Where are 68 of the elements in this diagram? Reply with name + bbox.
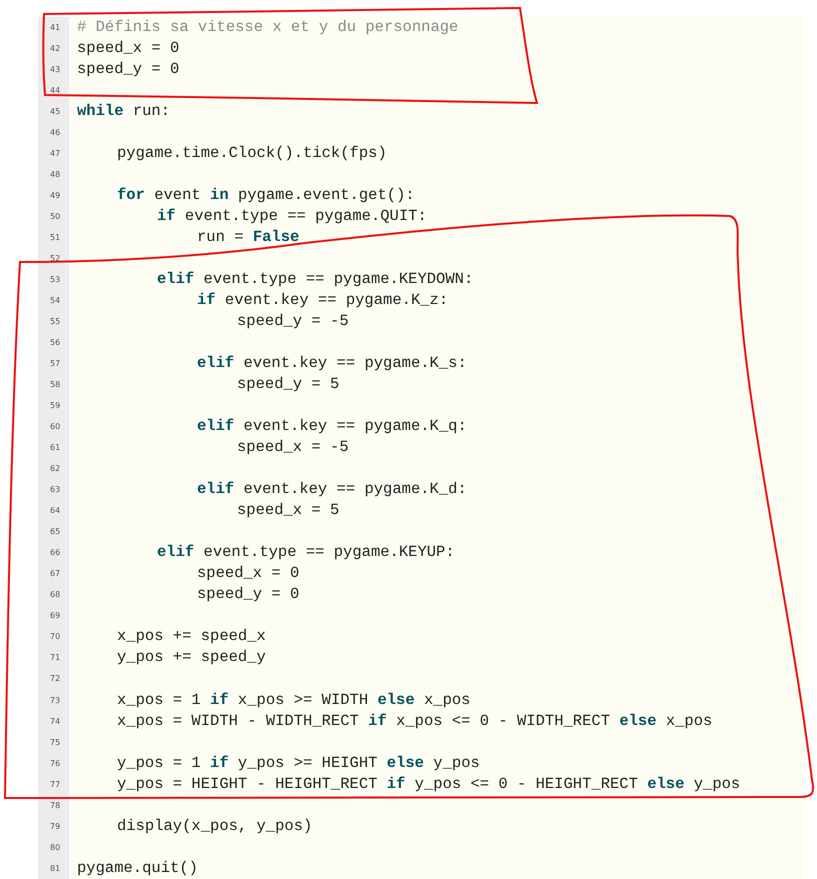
line-number: 62 [50,464,60,474]
line-number: 43 [50,65,60,76]
line-number: 61 [50,443,60,454]
code-line: x_pos = WIDTH - WIDTH_RECT if x_pos <= 0 - WIDTH_RECT else x_pos [117,712,712,731]
line-number: 71 [50,653,60,664]
code-line: speed_x = -5 [237,438,349,458]
line-number: 59 [50,401,60,412]
line-number: 80 [50,842,60,853]
line-number: 55 [50,317,60,328]
line-number: 60 [50,422,60,432]
line-number: 58 [50,380,60,390]
line-number: 56 [50,338,60,348]
line-number: 57 [50,359,60,370]
line-number: 81 [50,864,60,874]
line-number: 47 [50,149,60,160]
code-line: y_pos = 1 if y_pos >= HEIGHT else y_pos [117,754,480,773]
line-number: 49 [50,191,60,202]
line-number: 50 [50,212,60,222]
line-number: 79 [50,822,60,832]
line-number: 64 [50,506,60,516]
line-number: 65 [50,527,60,538]
line-number: 72 [50,674,60,684]
line-number: 73 [50,696,60,706]
code-line: display(x_pos, y_pos) [117,816,312,836]
code-line: pygame.time.Clock().tick(fps) [117,144,387,164]
line-number: 53 [50,275,60,286]
code-line: x_pos += speed_x [117,627,266,646]
code-line: speed_x = 5 [237,501,340,520]
line-number: 77 [50,780,60,790]
code-line: for event in pygame.event.get(): [117,186,415,206]
code-line: x_pos = 1 if x_pos >= WIDTH else x_pos [117,690,470,710]
line-number: 63 [50,485,60,496]
code-line: speed_x = 0 [77,39,180,58]
code-line: elif event.type == pygame.KEYDOWN: [157,270,474,290]
code-line: while run: [77,102,170,122]
code-line: speed_y = 0 [197,585,300,604]
code-line: elif event.type == pygame.KEYUP: [157,543,455,562]
code-line: elif event.key == pygame.K_s: [197,354,467,374]
code-line: elif event.key == pygame.K_q: [197,417,467,436]
code-line: if event.type == pygame.QUIT: [157,207,427,226]
line-number: 41 [50,23,60,33]
line-number: 66 [50,548,60,558]
line-number: 54 [50,296,60,306]
code-line: run = False [197,228,300,248]
line-number: 45 [50,107,60,118]
line-number: 74 [50,716,60,727]
code-line: pygame.quit() [77,858,198,878]
code-line: y_pos = HEIGHT - HEIGHT_RECT if y_pos <= 0 - HEIGHT_RECT else y_pos [117,774,740,794]
line-number: 48 [50,170,60,180]
line-number: 69 [50,611,60,622]
code-line: speed_y = 0 [77,60,180,80]
line-number: 70 [50,632,60,642]
line-number: 75 [50,738,60,748]
code-line: y_pos += speed_y [117,648,266,668]
code-line: speed_x = 0 [197,564,300,584]
code-line: elif event.key == pygame.K_d: [197,480,467,500]
line-number: 76 [50,758,60,769]
code-comment: # Définis sa vitesse x et y du personnage [77,18,458,37]
line-number: 67 [50,569,60,580]
line-number: 42 [50,44,60,54]
line-number: 78 [50,800,60,811]
code-line: if event.key == pygame.K_z: [197,291,448,310]
line-number: 51 [50,233,60,244]
line-number: 46 [50,128,60,138]
line-number: 68 [50,590,60,600]
code-line: speed_y = -5 [237,312,349,332]
code-line: speed_y = 5 [237,375,340,394]
line-number: 44 [50,86,60,96]
